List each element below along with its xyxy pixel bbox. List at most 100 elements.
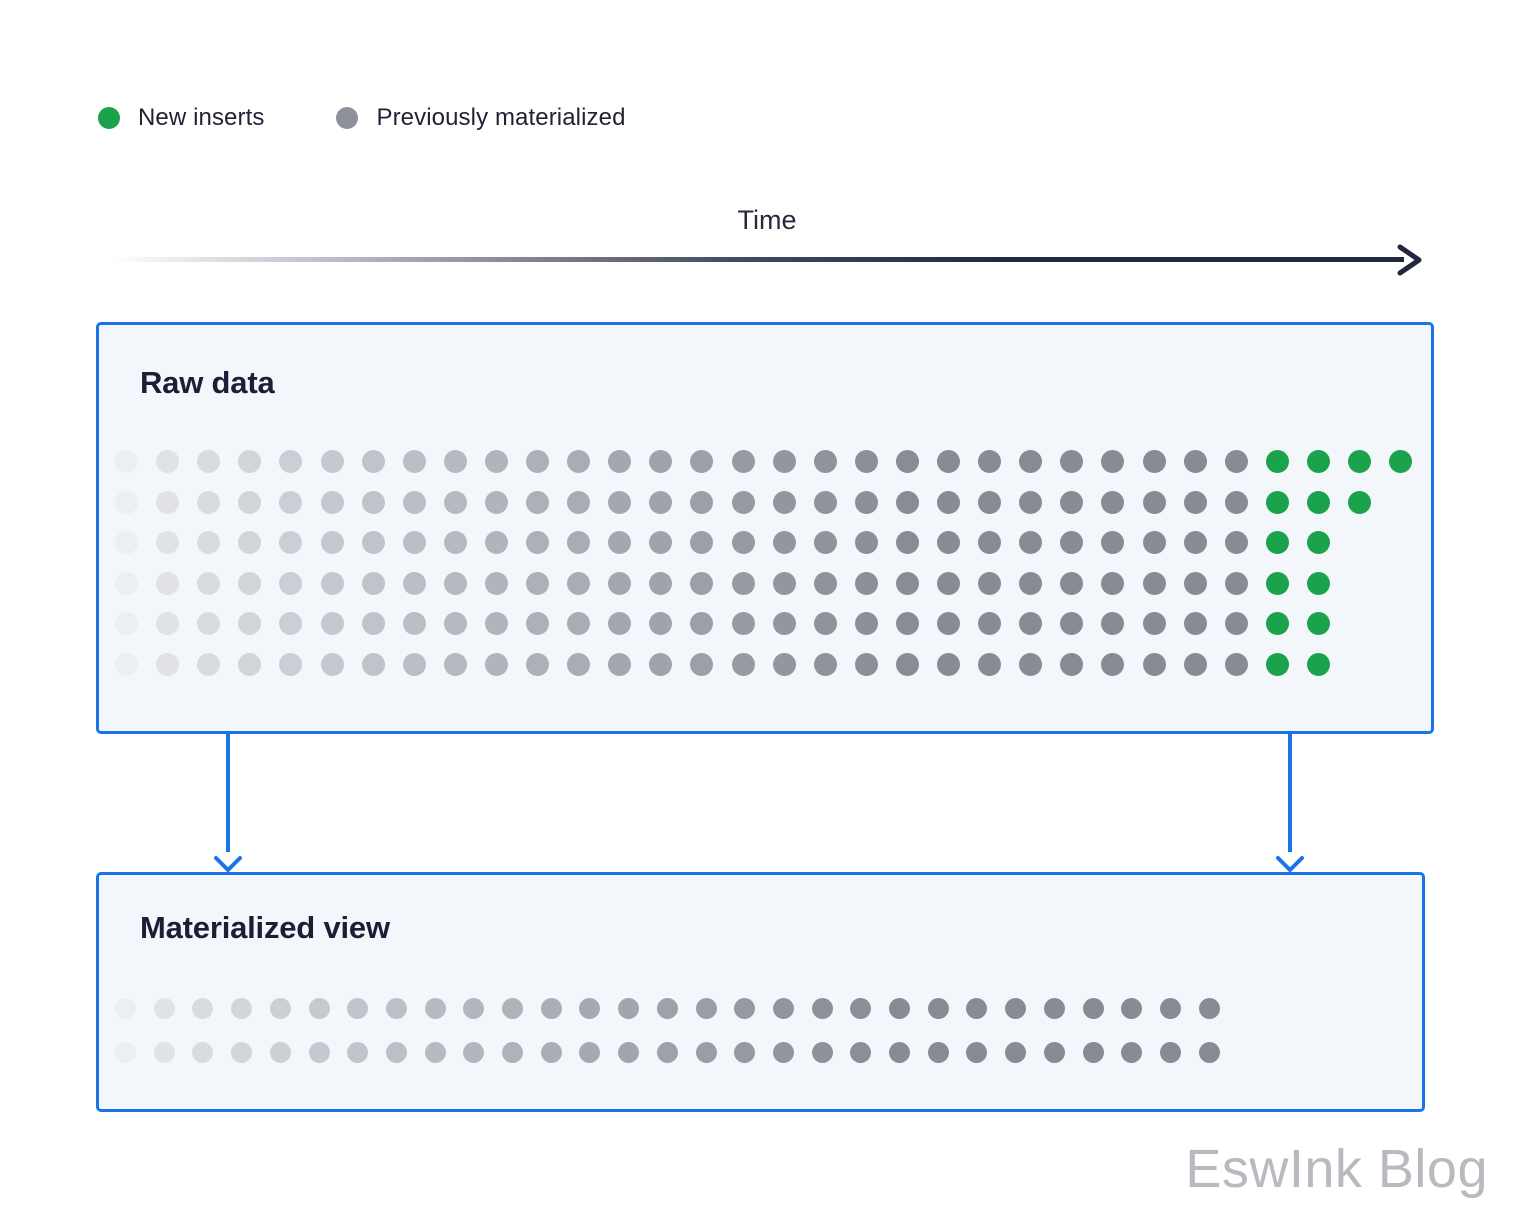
dot-previously-materialized — [1198, 1042, 1220, 1063]
connector-right-stem — [1288, 734, 1292, 852]
dot-previously-materialized — [978, 450, 1002, 473]
dot-previously-materialized — [443, 450, 467, 473]
dot-previously-materialized — [690, 490, 714, 514]
time-axis-line — [112, 257, 1404, 262]
dot-previously-materialized — [361, 653, 385, 676]
dot-previously-materialized — [731, 490, 755, 514]
dot-previously-materialized — [649, 531, 673, 555]
dot-previously-materialized — [690, 531, 714, 555]
dot-previously-materialized — [579, 998, 601, 1019]
dot-previously-materialized — [1101, 653, 1125, 676]
dot-previously-materialized — [347, 1042, 369, 1063]
dot-new-insert — [1265, 571, 1289, 595]
dot-previously-materialized — [540, 998, 562, 1019]
dot-previously-materialized — [484, 571, 508, 595]
dot-previously-materialized — [772, 450, 796, 473]
dot-previously-materialized — [1142, 531, 1166, 555]
dot-previously-materialized — [1101, 450, 1125, 473]
dot-previously-materialized — [731, 653, 755, 676]
dot-previously-materialized — [197, 612, 221, 636]
dot-previously-materialized — [279, 571, 303, 595]
dot-previously-materialized — [772, 612, 796, 636]
dot-previously-materialized — [238, 490, 262, 514]
dot-previously-materialized — [649, 571, 673, 595]
dot-previously-materialized — [850, 998, 872, 1019]
dot-previously-materialized — [1005, 1042, 1027, 1063]
dot-previously-materialized — [231, 1042, 253, 1063]
panel-materialized-view: Materialized view — [96, 872, 1425, 1112]
dot-previously-materialized — [734, 1042, 756, 1063]
dot-previously-materialized — [115, 531, 138, 555]
dot-new-insert — [1389, 450, 1413, 473]
dot-previously-materialized — [443, 653, 467, 676]
arrow-right-icon — [1397, 244, 1422, 276]
dot-previously-materialized — [320, 653, 344, 676]
dot-previously-materialized — [197, 531, 221, 555]
dot-previously-materialized — [854, 571, 878, 595]
dot-previously-materialized — [526, 612, 549, 636]
dot-previously-materialized — [937, 653, 960, 676]
dot-previously-materialized — [153, 1042, 175, 1063]
dot-previously-materialized — [813, 571, 837, 595]
dot-previously-materialized — [1142, 490, 1166, 514]
legend-item-new-inserts: New inserts — [98, 104, 264, 132]
dot-previously-materialized — [443, 531, 467, 555]
dot-new-insert — [1348, 490, 1371, 514]
panel-raw-data-title: Raw data — [140, 365, 275, 400]
dot-previously-materialized — [361, 571, 385, 595]
dot-previously-materialized — [813, 653, 837, 676]
dot-new-insert — [1265, 450, 1289, 473]
dot-previously-materialized — [197, 571, 221, 595]
dot-previously-materialized — [567, 571, 591, 595]
dot-previously-materialized — [424, 1042, 446, 1063]
dot-previously-materialized — [1101, 571, 1125, 595]
dot-previously-materialized — [813, 612, 837, 636]
dot-previously-materialized — [1142, 450, 1166, 473]
legend-label-previously-materialized: Previously materialized — [376, 104, 626, 131]
dot-new-insert — [1348, 450, 1371, 473]
dot-previously-materialized — [1183, 450, 1207, 473]
dot-previously-materialized — [231, 998, 253, 1019]
dot-previously-materialized — [895, 653, 919, 676]
dot-previously-materialized — [1183, 490, 1207, 514]
dot-previously-materialized — [115, 612, 138, 636]
dot-previously-materialized — [889, 1042, 910, 1063]
dot-previously-materialized — [526, 450, 549, 473]
dot-previously-materialized — [1082, 1042, 1104, 1063]
dot-previously-materialized — [772, 653, 796, 676]
dot-previously-materialized — [526, 571, 549, 595]
dot-previously-materialized — [463, 998, 485, 1019]
dot-previously-materialized — [115, 571, 138, 595]
dot-previously-materialized — [279, 531, 303, 555]
panel-raw-data: Raw data — [96, 322, 1434, 734]
dot-previously-materialized — [854, 653, 878, 676]
arrow-down-icon — [1276, 856, 1304, 872]
dot-previously-materialized — [811, 1042, 833, 1063]
arrow-down-icon — [214, 856, 242, 872]
dot-previously-materialized — [402, 490, 426, 514]
dot-previously-materialized — [772, 998, 794, 1019]
dot-previously-materialized — [484, 490, 508, 514]
dot-previously-materialized — [238, 571, 262, 595]
dot-new-insert — [1306, 490, 1330, 514]
dot-previously-materialized — [1183, 612, 1207, 636]
dot-previously-materialized — [1082, 998, 1104, 1019]
dot-previously-materialized — [1159, 1042, 1181, 1063]
time-axis-label: Time — [737, 205, 797, 235]
dot-previously-materialized — [567, 490, 591, 514]
dot-previously-materialized — [608, 571, 632, 595]
dot-previously-materialized — [1019, 612, 1043, 636]
dot-previously-materialized — [937, 571, 960, 595]
dot-previously-materialized — [269, 1042, 291, 1063]
dot-previously-materialized — [385, 998, 407, 1019]
dot-previously-materialized — [156, 450, 180, 473]
dot-previously-materialized — [115, 998, 136, 1019]
dot-previously-materialized — [484, 653, 508, 676]
dot-previously-materialized — [1101, 490, 1125, 514]
dot-previously-materialized — [484, 450, 508, 473]
dot-previously-materialized — [443, 490, 467, 514]
dot-previously-materialized — [649, 612, 673, 636]
dot-previously-materialized — [320, 531, 344, 555]
dot-previously-materialized — [279, 450, 303, 473]
dot-previously-materialized — [1142, 653, 1166, 676]
